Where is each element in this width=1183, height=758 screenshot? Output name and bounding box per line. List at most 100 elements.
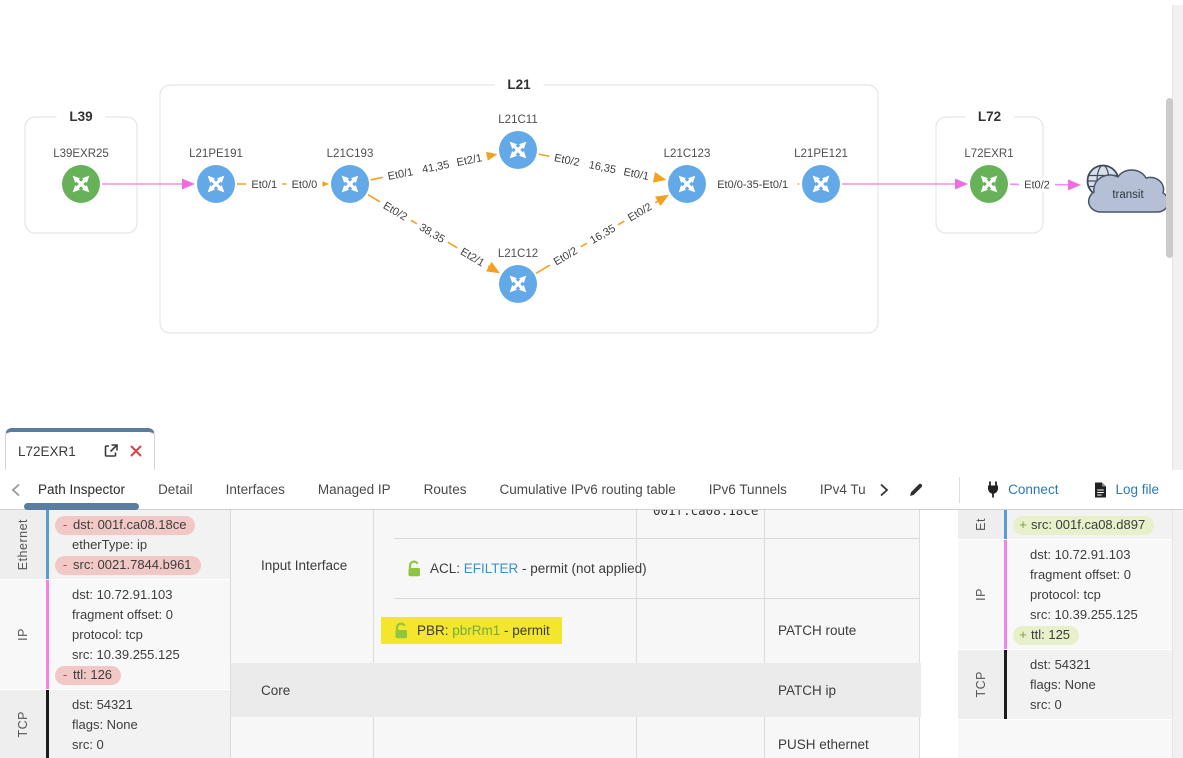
node-l21c11[interactable]: L21C11 <box>498 114 538 169</box>
open-external-icon[interactable] <box>104 444 118 458</box>
panel-scrollbar-thumb[interactable] <box>1166 98 1173 258</box>
node-l21c12[interactable]: L21C12 <box>498 248 538 303</box>
tabs-scroll-right-icon[interactable] <box>874 480 894 500</box>
node-l21pe121[interactable]: L21PE121 <box>794 148 848 203</box>
acl-entry: ACL: EFILTER - permit (not applied) <box>394 538 647 598</box>
group-l21: L21 <box>159 76 879 334</box>
edge-label: 41,35 <box>416 155 455 178</box>
device-tab[interactable]: L72EXR1 <box>5 428 155 470</box>
svg-text:L21C193: L21C193 <box>327 148 374 160</box>
svg-text:41,35: 41,35 <box>421 159 450 176</box>
tab-ipv6-tunnels[interactable]: IPv6 Tunnels <box>708 482 787 497</box>
svg-text:L21C123: L21C123 <box>664 148 711 160</box>
svg-text:Et0/2: Et0/2 <box>1024 179 1050 191</box>
acl-name-link[interactable]: EFILTER <box>463 560 519 576</box>
diff-pill: +ttl: 125 <box>1013 625 1080 645</box>
unlock-icon <box>395 622 407 639</box>
svg-text:L21PE191: L21PE191 <box>189 148 243 160</box>
node-l72exr1[interactable]: L72EXR1 <box>964 148 1014 203</box>
connect-button[interactable]: Connect <box>986 481 1058 498</box>
svg-text:L39: L39 <box>69 109 92 124</box>
node-l21c123[interactable]: L21C123 <box>664 148 711 203</box>
core-row-band <box>231 663 921 717</box>
pbr-name-link[interactable]: pbrRm1 <box>452 623 501 638</box>
panel-filler <box>958 720 1172 758</box>
tab-routes[interactable]: Routes <box>423 482 467 497</box>
edge-label: Et2/1 <box>450 148 489 171</box>
tab-path-inspector[interactable]: Path Inspector <box>23 482 140 510</box>
tab-list: Path Inspector Detail Interfaces Managed IP… <box>23 482 866 510</box>
edge-label: Et0/1 <box>246 176 283 192</box>
tab-bar-actions: Connect Log file <box>959 476 1159 503</box>
tabs-scroll-left-icon[interactable] <box>6 480 26 500</box>
clipped-mac-cell: 001f.ca08.18ce <box>653 510 759 518</box>
svg-text:Et0/1: Et0/1 <box>251 179 277 191</box>
packet-field-row: flags: None <box>72 717 138 732</box>
divider <box>394 538 919 539</box>
tab-cumulative-ipv6-routing-table[interactable]: Cumulative IPv6 routing table <box>499 482 676 497</box>
svg-text:L21PE121: L21PE121 <box>794 148 848 160</box>
svg-text:Et2/1: Et2/1 <box>456 152 484 169</box>
svg-text:Et0/1: Et0/1 <box>622 166 650 183</box>
section-color-bar <box>1004 650 1007 719</box>
page-scrollbar[interactable] <box>1172 5 1183 758</box>
action-patch-ip: PATCH ip <box>778 682 837 698</box>
action-patch-route: PATCH route <box>778 623 857 638</box>
node-l21pe191[interactable]: L21PE191 <box>189 148 243 203</box>
packet-field-row: etherType: ip <box>72 537 148 552</box>
diff-pill: -dst: 001f.ca08.18ce <box>55 515 196 535</box>
packet-field-row: dst: 54321 <box>1030 657 1091 672</box>
row-label-core: Core <box>261 682 291 698</box>
document-icon <box>1095 482 1107 497</box>
transit-cloud[interactable]: transit <box>1086 164 1169 213</box>
node-l39exr25[interactable]: L39EXR25 <box>53 148 109 203</box>
divider <box>373 510 374 758</box>
edge <box>102 178 195 190</box>
edge <box>842 178 968 190</box>
tab-managed-ip[interactable]: Managed IP <box>317 482 391 497</box>
svg-text:L72EXR1: L72EXR1 <box>964 148 1013 160</box>
edge-label: 16,35 <box>583 156 622 178</box>
packet-field-row: -dst: 001f.ca08.18ce <box>55 515 230 535</box>
tab-interfaces[interactable]: Interfaces <box>225 482 285 497</box>
packet-field-row: protocol: tcp <box>1030 587 1101 602</box>
edge-label: Et0/1 <box>381 162 420 185</box>
packet-field-row: +ttl: 125 <box>1013 625 1172 645</box>
tab-detail[interactable]: Detail <box>158 482 193 497</box>
packet-field-row: fragment offset: 0 <box>1030 567 1131 582</box>
packet-field-row: src: 10.39.255.125 <box>1030 607 1138 622</box>
packet-field-row: dst: 54321 <box>72 697 133 712</box>
tab-bar: Path Inspector Detail Interfaces Managed IP… <box>0 470 1183 510</box>
unlock-icon <box>408 560 420 576</box>
edit-pencil-icon[interactable] <box>908 482 924 498</box>
packet-field-row: -src: 0021.7844.b961 <box>55 555 230 575</box>
close-icon[interactable] <box>130 445 142 457</box>
edge-label: Et0/0 <box>286 176 323 192</box>
packet-field-row: src: 0 <box>1030 697 1062 712</box>
diff-pill: +src: 001f.ca08.d897 <box>1013 515 1155 535</box>
tab-ipv4-tu[interactable]: IPv4 Tu <box>819 482 866 497</box>
svg-text:L21C11: L21C11 <box>498 114 537 126</box>
node-l21c193[interactable]: L21C193 <box>327 148 374 203</box>
section-color-bar <box>1004 540 1007 649</box>
svg-text:Et0/0-35-Et0/1: Et0/0-35-Et0/1 <box>717 179 788 191</box>
svg-text:Et0/1: Et0/1 <box>387 166 415 183</box>
section-label: TCP <box>958 650 1004 719</box>
pbr-highlight: PBR: pbrRm1 - permit <box>381 617 562 644</box>
section-label: Et <box>958 510 1004 539</box>
plug-icon <box>988 481 999 498</box>
svg-text:L21: L21 <box>507 77 531 92</box>
edge: Et0/2 <box>1009 176 1082 193</box>
packet-field-row: -ttl: 126 <box>55 665 230 685</box>
section-color-bar <box>46 580 49 689</box>
packet-field-row: src: 10.39.255.125 <box>72 647 180 662</box>
logfile-button[interactable]: Log file <box>1094 482 1159 498</box>
